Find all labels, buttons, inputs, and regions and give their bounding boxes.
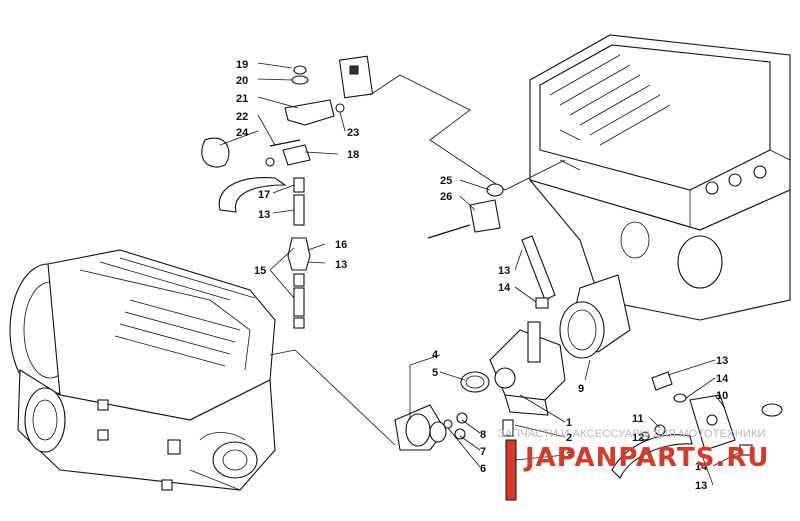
callout-20: 20	[236, 75, 248, 87]
callout-13-carb-hose: 13	[498, 265, 510, 277]
fuel-valve-parts	[611, 371, 783, 479]
callout-2: 2	[566, 432, 572, 444]
callout-9: 9	[578, 383, 584, 395]
callout-21: 21	[236, 93, 248, 105]
watermark: ЗАПЧАСТИ И АКСЕССУАРЫ ДЛЯ МОТОТЕХНИКИ JA…	[498, 428, 769, 473]
callout-13-filter: 13	[335, 259, 347, 271]
callout-7: 7	[480, 446, 486, 458]
carburetor-assembly	[394, 235, 631, 501]
callout-13-right-lower: 13	[695, 480, 707, 492]
callout-19: 19	[236, 59, 248, 71]
callout-labels: 19 20 21 22 24 23 18 17 13 16 15 13 25 2…	[236, 59, 729, 492]
callout-11: 11	[632, 413, 644, 425]
callout-23: 23	[347, 127, 359, 139]
callout-3: 3	[566, 450, 572, 462]
callout-8: 8	[480, 429, 486, 441]
air-silencer-box	[528, 34, 791, 321]
mount-bracket-parts	[427, 183, 504, 239]
callout-4: 4	[432, 349, 439, 361]
callout-22: 22	[236, 111, 248, 123]
callout-6: 6	[480, 463, 486, 475]
callout-1: 1	[566, 417, 572, 429]
callout-25: 25	[440, 175, 452, 187]
callout-12: 12	[632, 432, 644, 444]
callout-10: 10	[716, 390, 728, 402]
callout-14-right-upper: 14	[716, 373, 729, 385]
fuel-pump-bracket-parts	[201, 55, 374, 329]
callout-18: 18	[347, 149, 359, 161]
callout-leader-lines	[219, 62, 741, 486]
callout-17: 17	[258, 189, 270, 201]
callout-5: 5	[432, 367, 438, 379]
callout-13-right-upper: 13	[716, 355, 728, 367]
callout-14-right-lower: 14	[695, 461, 708, 473]
callout-15: 15	[254, 265, 266, 277]
callout-26: 26	[440, 191, 452, 203]
watermark-logo: JAPANPARTS.RU	[523, 443, 769, 473]
watermark-tagline: ЗАПЧАСТИ И АКСЕССУАРЫ ДЛЯ МОТОТЕХНИКИ	[498, 428, 766, 440]
callout-14-carb: 14	[498, 282, 511, 294]
engine-block	[9, 249, 276, 491]
callout-24: 24	[236, 127, 249, 139]
callout-16: 16	[335, 239, 347, 251]
callout-13-hose-upper: 13	[258, 209, 270, 221]
